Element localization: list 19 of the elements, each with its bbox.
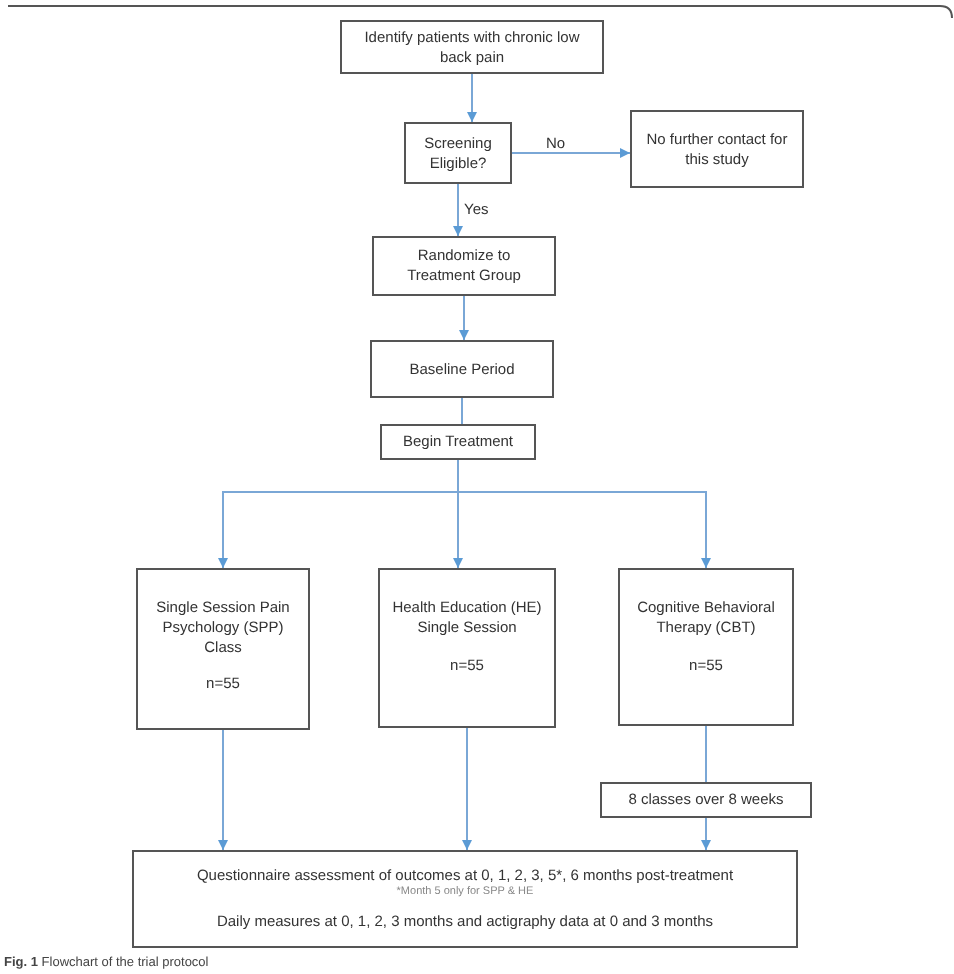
process-box (132, 850, 798, 948)
process-box (618, 568, 794, 726)
process-box (136, 568, 310, 730)
process-box (370, 340, 554, 398)
arrow (457, 459, 711, 569)
arrow (218, 729, 228, 851)
decision-box (404, 122, 512, 184)
process-box (372, 236, 556, 296)
process-box (380, 424, 536, 460)
process-box (630, 110, 804, 188)
process-box (340, 20, 604, 74)
arrow (453, 183, 463, 237)
process-box (378, 568, 556, 728)
arrow (459, 295, 469, 341)
arrow (511, 148, 631, 158)
arrow (701, 817, 711, 851)
arrow (462, 727, 472, 851)
process-box (600, 782, 812, 818)
arrow (467, 73, 477, 123)
